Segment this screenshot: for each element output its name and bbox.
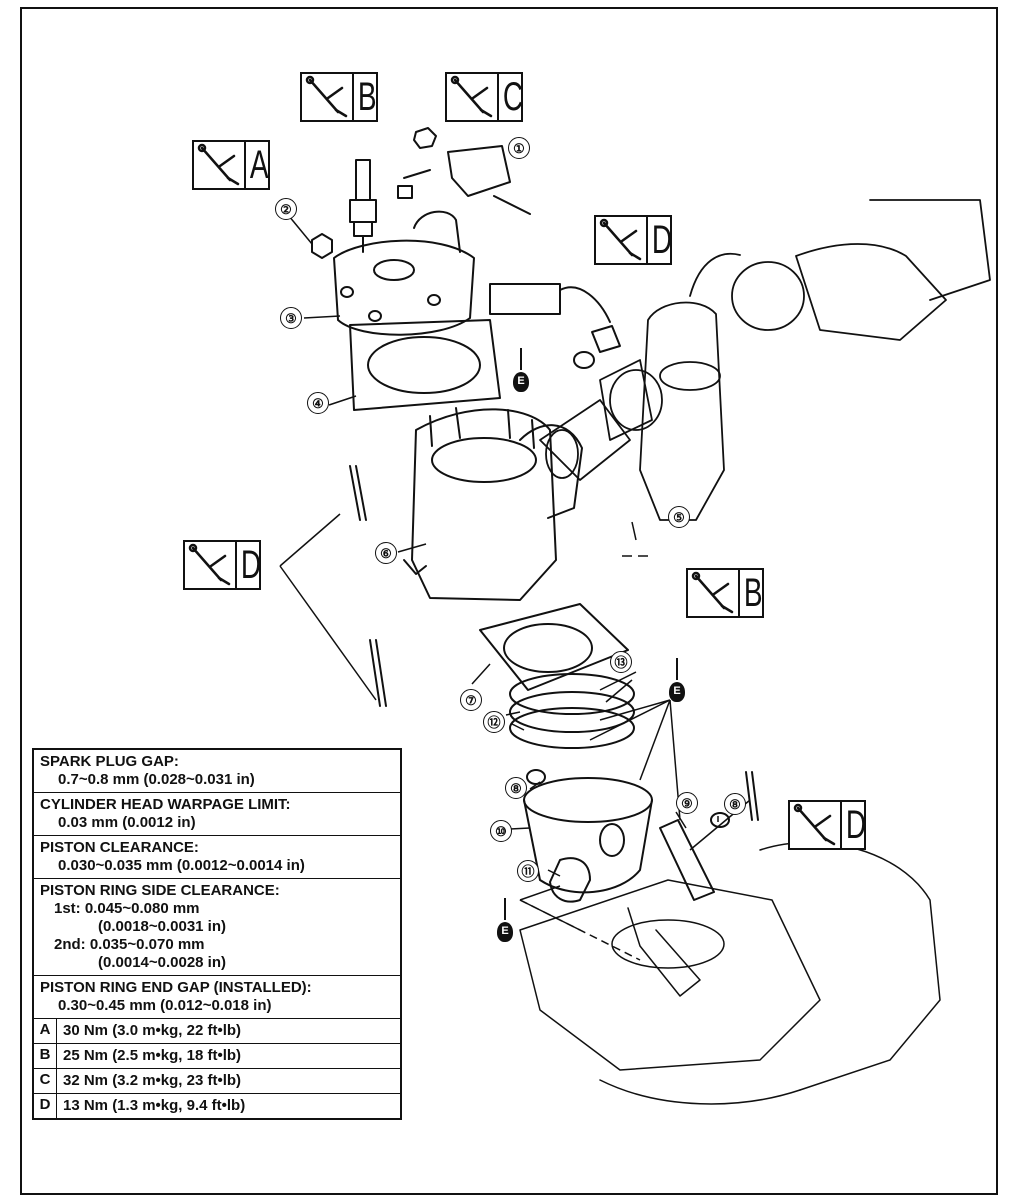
wrench-icon (447, 74, 499, 120)
callout-3: ③ (280, 307, 302, 329)
wrench-icon (194, 142, 246, 188)
engine-bracket (397, 127, 531, 215)
wrench-icon (790, 802, 842, 848)
torque-letter: C (502, 75, 524, 119)
head-gasket (349, 319, 501, 411)
spec-ring-end-gap: PISTON RING END GAP (INSTALLED): 0.30~0.… (32, 975, 402, 1019)
callout-12: ⑫ (483, 711, 505, 733)
spec-spark-plug-gap: SPARK PLUG GAP: 0.7~0.8 mm (0.028~0.031 … (32, 748, 402, 793)
torque-letter: D (240, 543, 262, 587)
torque-tool-d-studs: D (183, 540, 261, 590)
cylinder-head (333, 210, 475, 336)
spec-table: SPARK PLUG GAP: 0.7~0.8 mm (0.028~0.031 … (32, 748, 402, 1120)
oil-icon: E (512, 348, 530, 392)
crankcase (519, 841, 941, 1105)
torque-tool-d-crank: D (788, 800, 866, 850)
studs (349, 465, 759, 821)
oil-icon: E (668, 658, 686, 702)
callout-13: ⑬ (610, 651, 632, 673)
spec-ring-side-clearance: PISTON RING SIDE CLEARANCE: 1st: 0.045~0… (32, 878, 402, 976)
needle-bearing (549, 857, 591, 903)
callout-5: ⑤ (668, 506, 690, 528)
fitting (591, 325, 621, 353)
callout-1: ① (508, 137, 530, 159)
callout-6: ⑥ (375, 542, 397, 564)
oil-icon: E (496, 898, 514, 942)
page-frame (20, 7, 998, 1195)
spec-head-warpage: CYLINDER HEAD WARPAGE LIMIT: 0.03 mm (0.… (32, 792, 402, 836)
torque-letter: D (845, 803, 867, 847)
piston-pin (659, 819, 715, 901)
torque-tool-c: C (445, 72, 523, 122)
reed-manifold (539, 399, 631, 481)
callout-10: ⑩ (490, 820, 512, 842)
callout-8a: ⑧ (505, 777, 527, 799)
carburettor (599, 199, 991, 521)
callout-9: ⑨ (676, 792, 698, 814)
callout-7: ⑦ (460, 689, 482, 711)
torque-tool-b: B (300, 72, 378, 122)
callout-4: ④ (307, 392, 329, 414)
wrench-icon (302, 74, 354, 120)
base-gasket (479, 603, 629, 691)
torque-letter: A (249, 143, 269, 187)
callout-11: ⑪ (517, 860, 539, 882)
cylinder (403, 407, 583, 601)
wrench-icon (185, 542, 237, 588)
spec-piston-clearance: PISTON CLEARANCE: 0.030~0.035 mm (0.0012… (32, 835, 402, 879)
torque-tool-d-carb: D (594, 215, 672, 265)
wrench-icon (688, 570, 740, 616)
wrench-icon (596, 217, 648, 263)
torque-tool-a: A (192, 140, 270, 190)
torque-letter: B (743, 571, 763, 615)
torque-letter: B (357, 75, 377, 119)
spark-plug (349, 159, 377, 253)
head-nut (311, 233, 333, 259)
torque-letter: D (651, 218, 673, 262)
piston (523, 777, 653, 894)
piston-rings (509, 673, 635, 749)
torque-tool-b-nut: B (686, 568, 764, 618)
callout-2: ② (275, 198, 297, 220)
callout-8b: ⑧ (724, 793, 746, 815)
